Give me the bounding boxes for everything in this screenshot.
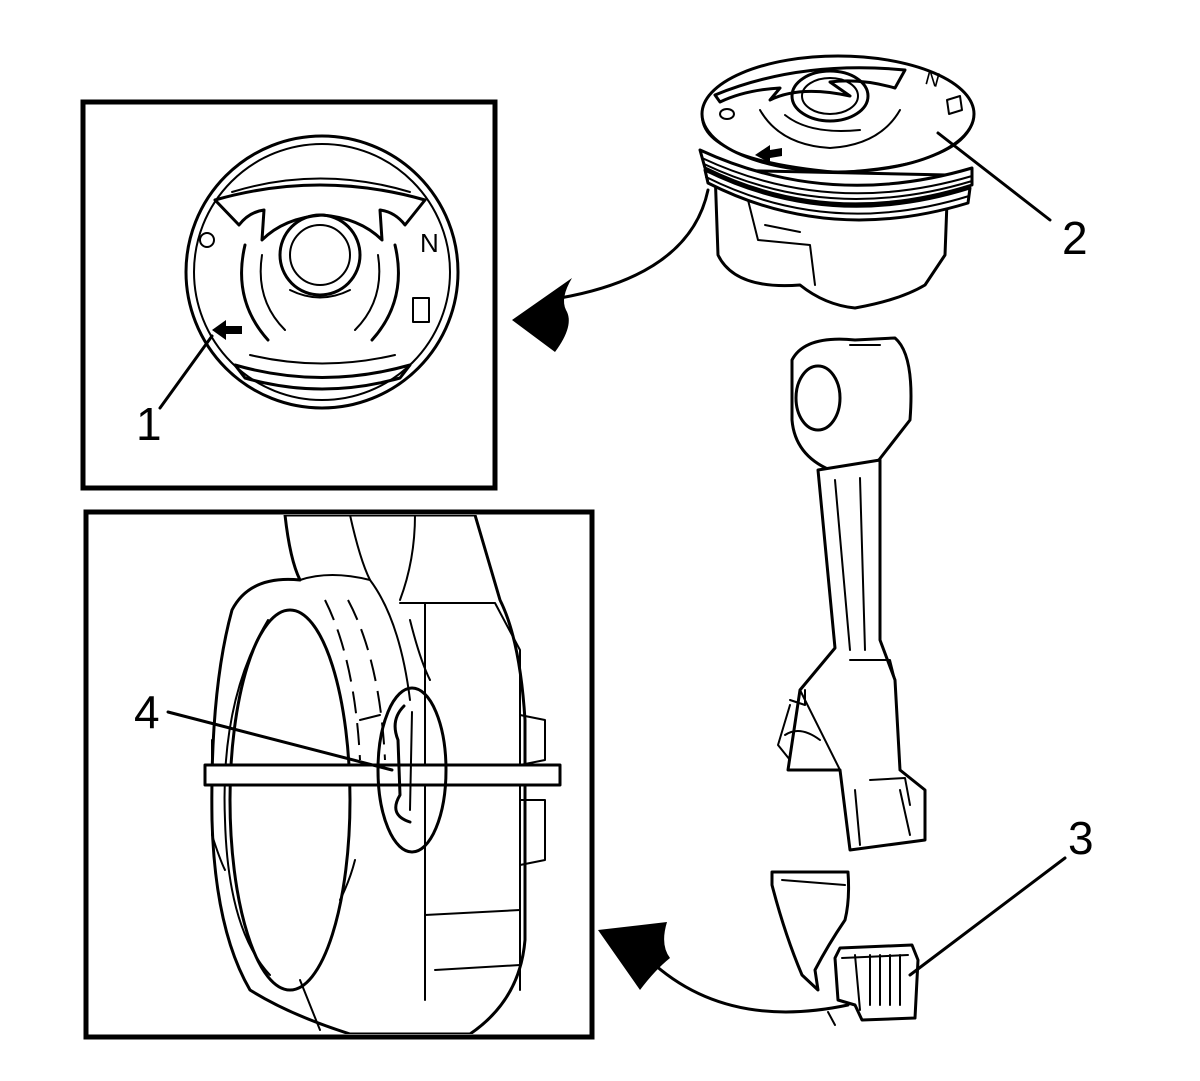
callout-3-leader — [908, 856, 1067, 977]
callout-2-label: 2 — [1062, 212, 1088, 264]
piston-assembly: N — [698, 54, 1052, 310]
callout-4-leader — [166, 710, 394, 772]
rod-big-end-detail-inset: 4 — [83, 509, 595, 1040]
tang-highlight-circle — [376, 686, 448, 854]
piston-top-detail-inset: N 1 — [80, 99, 498, 491]
square-mark-icon — [412, 297, 430, 323]
big-end-bore-detail — [203, 515, 562, 1034]
piston-arrow-icon — [755, 145, 782, 163]
connecting-rod — [770, 336, 927, 1026]
piston-crown-letter: N — [923, 67, 943, 92]
callout-1-label: 1 — [136, 398, 162, 450]
callout-2-leader — [936, 131, 1052, 222]
piston-letter-mark: N — [420, 228, 439, 258]
arrowhead-top — [512, 278, 572, 352]
callout-3-label: 3 — [1068, 812, 1094, 864]
callout-4-label: 4 — [134, 686, 160, 738]
callout-1-leader — [158, 334, 214, 410]
inset-frame-top — [80, 99, 498, 491]
circle-mark-icon — [199, 232, 215, 248]
piston-crown-detail: N — [184, 134, 460, 410]
arrowhead-bottom — [598, 922, 670, 990]
direction-arrow-icon — [212, 320, 242, 340]
arrow-to-top-inset — [512, 188, 710, 352]
arrow-to-bottom-inset — [598, 922, 850, 1014]
